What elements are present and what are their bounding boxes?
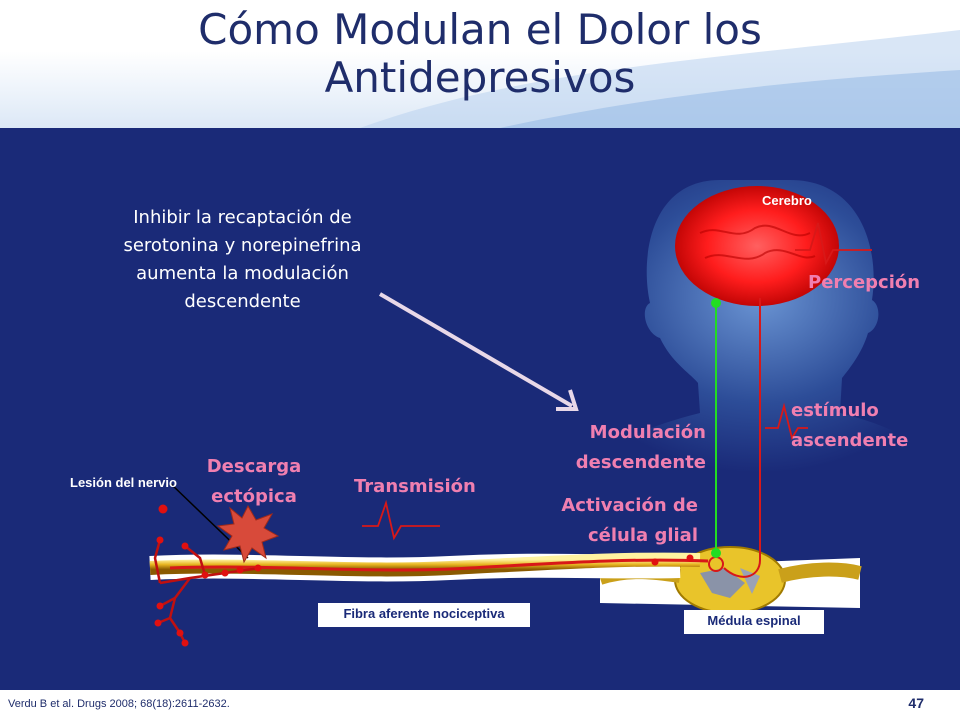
label-transmision: Transmisión (354, 476, 476, 497)
brain-shape (675, 186, 839, 306)
label-estimulo-ascendente: estímulo ascendente (791, 396, 908, 456)
label-estimulo-line2: ascendente (791, 430, 909, 451)
header-wave-decoration (360, 30, 960, 128)
label-activacion-line1: Activación de (561, 495, 698, 516)
label-descarga-line2: ectópica (211, 486, 297, 507)
modulation-arrow (378, 292, 579, 411)
ascending-waveform (765, 402, 808, 441)
label-activacion-celula-glial: Activación de célula glial (548, 491, 698, 551)
title-line-1: Cómo Modulan el Dolor los (198, 5, 762, 54)
label-percepcion: Percepción (808, 272, 921, 293)
title-line-2: Antidepresivos (324, 53, 636, 102)
reference-citation: Verdu B et al. Drugs 2008; 68(18):2611-2… (8, 698, 230, 710)
afferent-nerve-fiber (149, 552, 709, 582)
perception-waveform (795, 222, 872, 266)
label-activacion-line2: célula glial (588, 525, 698, 546)
label-lesion-nervio: Lesión del nervio (70, 475, 177, 490)
label-modulacion-descendente: Modulación descendente (560, 418, 706, 478)
fiber-label-band (318, 603, 530, 627)
slide-footer (0, 690, 960, 720)
descending-pathway-start-dot (711, 298, 721, 308)
transmission-waveform (362, 499, 440, 541)
title-header: Cómo Modulan el Dolor los Antidepresivos (0, 0, 960, 128)
medula-label-band (684, 610, 824, 634)
main-explanation: Inhibir la recaptación de serotonina y n… (123, 207, 362, 312)
slide-title: Cómo Modulan el Dolor los Antidepresivos (0, 6, 960, 102)
page-number: 47 (908, 695, 924, 711)
ascending-pathway-line (723, 298, 761, 578)
label-medula-espinal: Médula espinal (707, 613, 801, 628)
descending-pathway-end-dot (711, 548, 721, 558)
label-modulacion-line2: descendente (575, 452, 706, 473)
label-estimulo-line1: estímulo (791, 400, 879, 421)
label-modulacion-line1: Modulación (589, 422, 706, 443)
nerve-ending-dots (154, 504, 694, 647)
label-fibra-aferente: Fibra aferente nociceptiva (343, 606, 505, 621)
ectopic-discharge-star (216, 504, 280, 564)
label-descarga-line1: Descarga (206, 456, 302, 477)
label-descarga-ectopica: Descarga ectópica (195, 452, 313, 512)
pain-pathway-diagram (149, 180, 940, 647)
spinal-cord-section (597, 546, 862, 614)
label-cerebro: Cerebro (762, 193, 812, 208)
